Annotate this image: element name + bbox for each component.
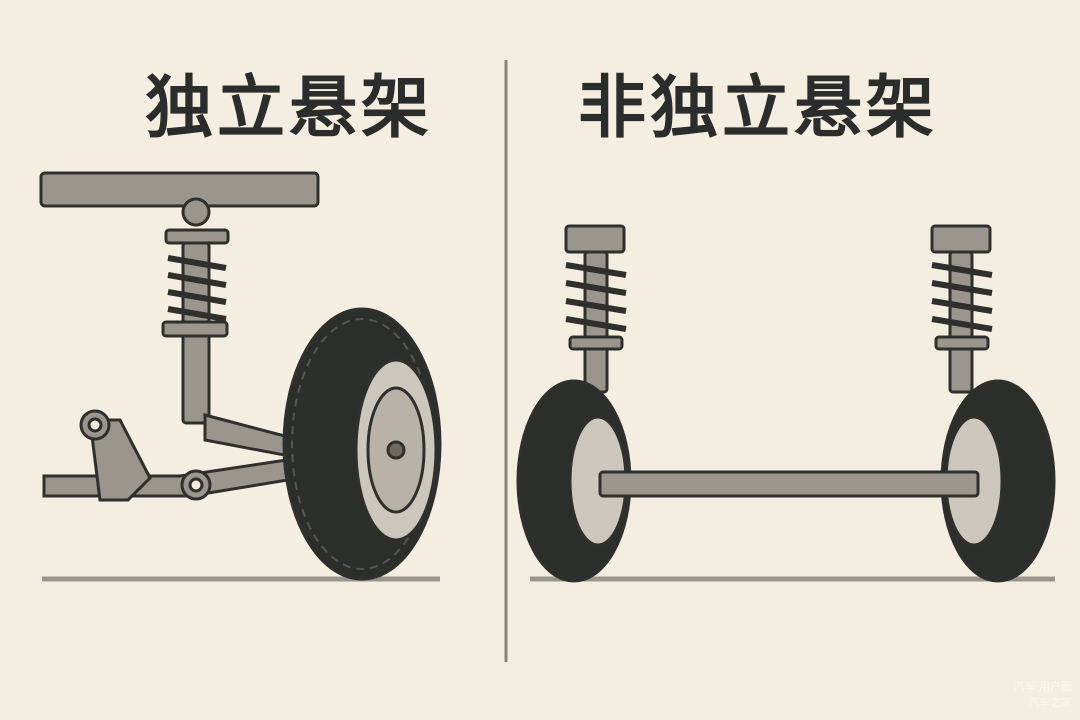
chassis-beam [39, 171, 320, 208]
strut-left [564, 224, 627, 394]
strut-right [930, 224, 993, 394]
trailing-arm [88, 418, 152, 502]
independent-suspension-illustration [39, 171, 442, 582]
solid-axle [598, 470, 980, 498]
non-independent-suspension-illustration [516, 224, 1056, 583]
top-mount [181, 197, 211, 227]
watermark-line1: 汽车·用户圈 [1013, 680, 1073, 693]
independent-suspension-title: 独立悬架 [145, 69, 434, 148]
watermark-line2: 汽车之家 [1028, 696, 1072, 709]
wheel-left [516, 379, 632, 583]
non-independent-suspension-title: 非独立悬架 [578, 69, 939, 148]
wheel-left [282, 307, 442, 581]
coil-spring [167, 255, 227, 322]
lower-control-arm [42, 456, 302, 498]
